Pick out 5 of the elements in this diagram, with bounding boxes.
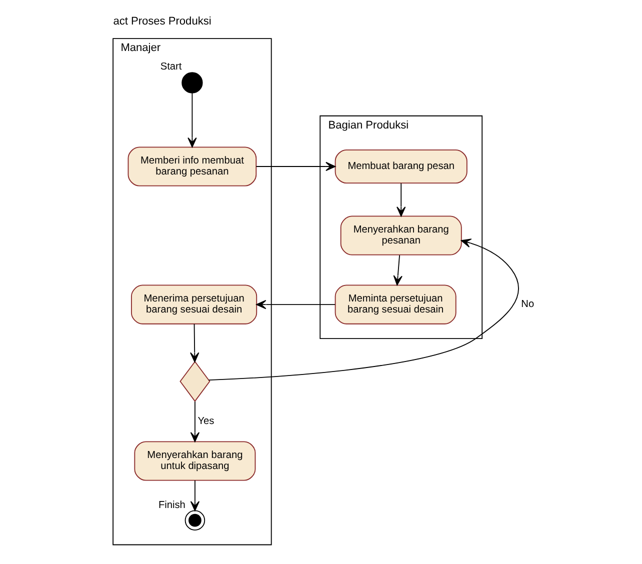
edge-label: Yes <box>197 416 214 428</box>
diagram-title: act Proses Produksi <box>112 15 211 28</box>
node-label: Finish <box>158 500 185 511</box>
node-label: Start <box>160 62 182 73</box>
edge-label: No <box>520 299 534 310</box>
